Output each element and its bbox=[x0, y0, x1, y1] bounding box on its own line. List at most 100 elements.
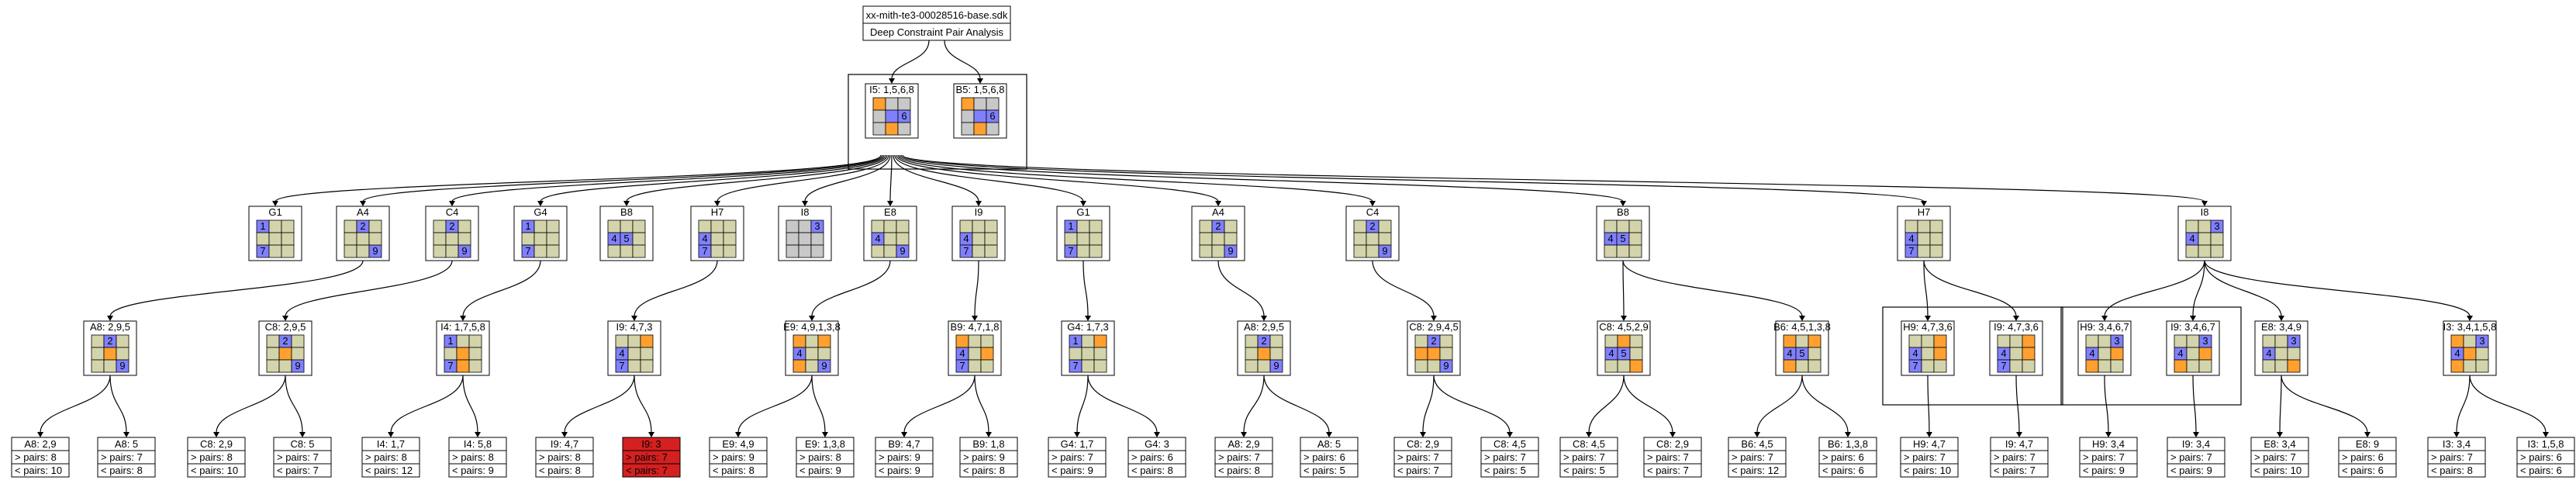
tree-edge bbox=[1622, 260, 1625, 317]
grid-cell bbox=[256, 232, 270, 246]
grid-cell bbox=[872, 122, 886, 136]
edge-arrowhead bbox=[2016, 432, 2022, 437]
tree-edge bbox=[390, 375, 464, 434]
grid-cell bbox=[116, 359, 129, 373]
leaf-greater-pairs: > pairs: 7 bbox=[1563, 451, 1605, 463]
edge-arrowhead bbox=[475, 432, 481, 437]
tree-edge bbox=[1083, 260, 1089, 317]
grid-cell bbox=[1093, 359, 1107, 373]
tree-edge bbox=[1927, 375, 1930, 434]
leaf-label: E9: 4,9 bbox=[722, 438, 754, 450]
edge-arrowhead bbox=[1507, 432, 1513, 437]
grid-cell bbox=[1366, 244, 1380, 258]
leaf-label: B6: 4,5 bbox=[1741, 438, 1773, 450]
cell-digit: 9 bbox=[1382, 245, 1387, 257]
grid-cell bbox=[968, 334, 982, 348]
grid-cell bbox=[1929, 232, 1943, 246]
grid-cell bbox=[885, 97, 899, 111]
grid-cell bbox=[1245, 334, 1259, 348]
leaf-row bbox=[1480, 463, 1539, 478]
grid-cell bbox=[433, 244, 447, 258]
tree-edge bbox=[891, 40, 930, 80]
grid-cell bbox=[1795, 359, 1809, 373]
edge-arrowhead bbox=[388, 432, 394, 437]
grid-cell bbox=[1921, 334, 1935, 348]
grid-cell bbox=[546, 219, 560, 233]
grid-cell bbox=[433, 219, 447, 233]
leaf-greater-pairs: > pairs: 9 bbox=[879, 451, 920, 463]
tree-edge bbox=[1372, 260, 1435, 317]
cell-digit: 1 bbox=[447, 335, 453, 347]
leaf-less-pairs: < pairs: 5 bbox=[1304, 465, 1345, 476]
tree-edge bbox=[285, 260, 453, 317]
grid-cell bbox=[1808, 347, 1822, 361]
grid-cell bbox=[2110, 347, 2124, 361]
grid-cell bbox=[2174, 334, 2188, 348]
tree-edge bbox=[2279, 375, 2282, 434]
grid-cell bbox=[1245, 347, 1259, 361]
grid-cell bbox=[980, 347, 994, 361]
cell-digit: 7 bbox=[1068, 245, 1073, 257]
grid-cell bbox=[1917, 219, 1931, 233]
leaf-greater-pairs: > pairs: 7 bbox=[101, 451, 143, 463]
leaf-row bbox=[2079, 463, 2138, 478]
grid-cell bbox=[2085, 334, 2099, 348]
grid-node: I3: 3,4,1,5,834 bbox=[2443, 320, 2497, 376]
cell-digit: 1 bbox=[1072, 335, 1078, 347]
grid-cell bbox=[1629, 359, 1643, 373]
grid-cell bbox=[1378, 232, 1392, 246]
tree-edge bbox=[902, 154, 2205, 202]
grid-node: B9: 4,7,1,847 bbox=[948, 320, 1002, 376]
leaf-row bbox=[875, 463, 934, 478]
leaf-label: G4: 3 bbox=[1145, 438, 1169, 450]
leaf-row bbox=[1127, 463, 1186, 478]
leaf-node: E9: 4,9> pairs: 9< pairs: 8 bbox=[709, 437, 768, 478]
grid-cell bbox=[973, 97, 987, 111]
grid-cell bbox=[2098, 334, 2112, 348]
leaf-node: B6: 4,5> pairs: 7< pairs: 12 bbox=[1728, 437, 1787, 478]
grid-cell bbox=[959, 219, 973, 233]
cell-digit: 4 bbox=[619, 347, 624, 359]
grid-cell bbox=[710, 219, 724, 233]
edge-arrowhead bbox=[1369, 201, 1376, 206]
grid-cell bbox=[2210, 244, 2224, 258]
edge-arrowhead bbox=[714, 201, 720, 206]
leaf-greater-pairs: > pairs: 7 bbox=[2254, 451, 2296, 463]
grid-cell bbox=[897, 97, 911, 111]
cell-digit: 2 bbox=[1369, 220, 1375, 232]
edge-arrowhead bbox=[648, 432, 654, 437]
grid-cell bbox=[897, 122, 911, 136]
tree-edge bbox=[2104, 260, 2205, 317]
edge-arrowhead bbox=[561, 432, 568, 437]
edge-arrowhead bbox=[1326, 432, 1332, 437]
leaf-label: C8: 4,5 bbox=[1493, 438, 1526, 450]
node-label: I9: 3,4,6,7 bbox=[2170, 321, 2215, 333]
grid-cell bbox=[1628, 232, 1642, 246]
leaf-label: C8: 2,9 bbox=[1656, 438, 1689, 450]
leaf-row bbox=[273, 463, 332, 478]
cluster-boxes bbox=[848, 74, 2242, 406]
leaf-greater-pairs: > pairs: 7 bbox=[1051, 451, 1093, 463]
tree-edge bbox=[897, 154, 1373, 202]
grid-cell bbox=[871, 219, 885, 233]
leaf-greater-pairs: > pairs: 9 bbox=[963, 451, 1005, 463]
grid-cell bbox=[1081, 334, 1095, 348]
leaf-less-pairs: < pairs: 8 bbox=[539, 465, 581, 476]
grid-cell bbox=[2110, 359, 2124, 373]
leaf-greater-pairs: > pairs: 6 bbox=[2520, 451, 2562, 463]
grid-node: I9: 4,7,347 bbox=[607, 320, 661, 376]
edge-arrowhead bbox=[2278, 316, 2284, 321]
grid-cell bbox=[1199, 219, 1213, 233]
leaf-greater-pairs: > pairs: 6 bbox=[2342, 451, 2384, 463]
grid-cell bbox=[792, 334, 806, 348]
edge-arrowhead bbox=[299, 432, 306, 437]
grid-cell bbox=[1081, 359, 1095, 373]
grid-cell bbox=[627, 359, 641, 373]
cell-digit: 4 bbox=[2454, 347, 2460, 359]
grid-cell bbox=[2450, 334, 2464, 348]
cell-digit: 9 bbox=[372, 245, 378, 257]
tree-edge bbox=[899, 154, 1624, 202]
